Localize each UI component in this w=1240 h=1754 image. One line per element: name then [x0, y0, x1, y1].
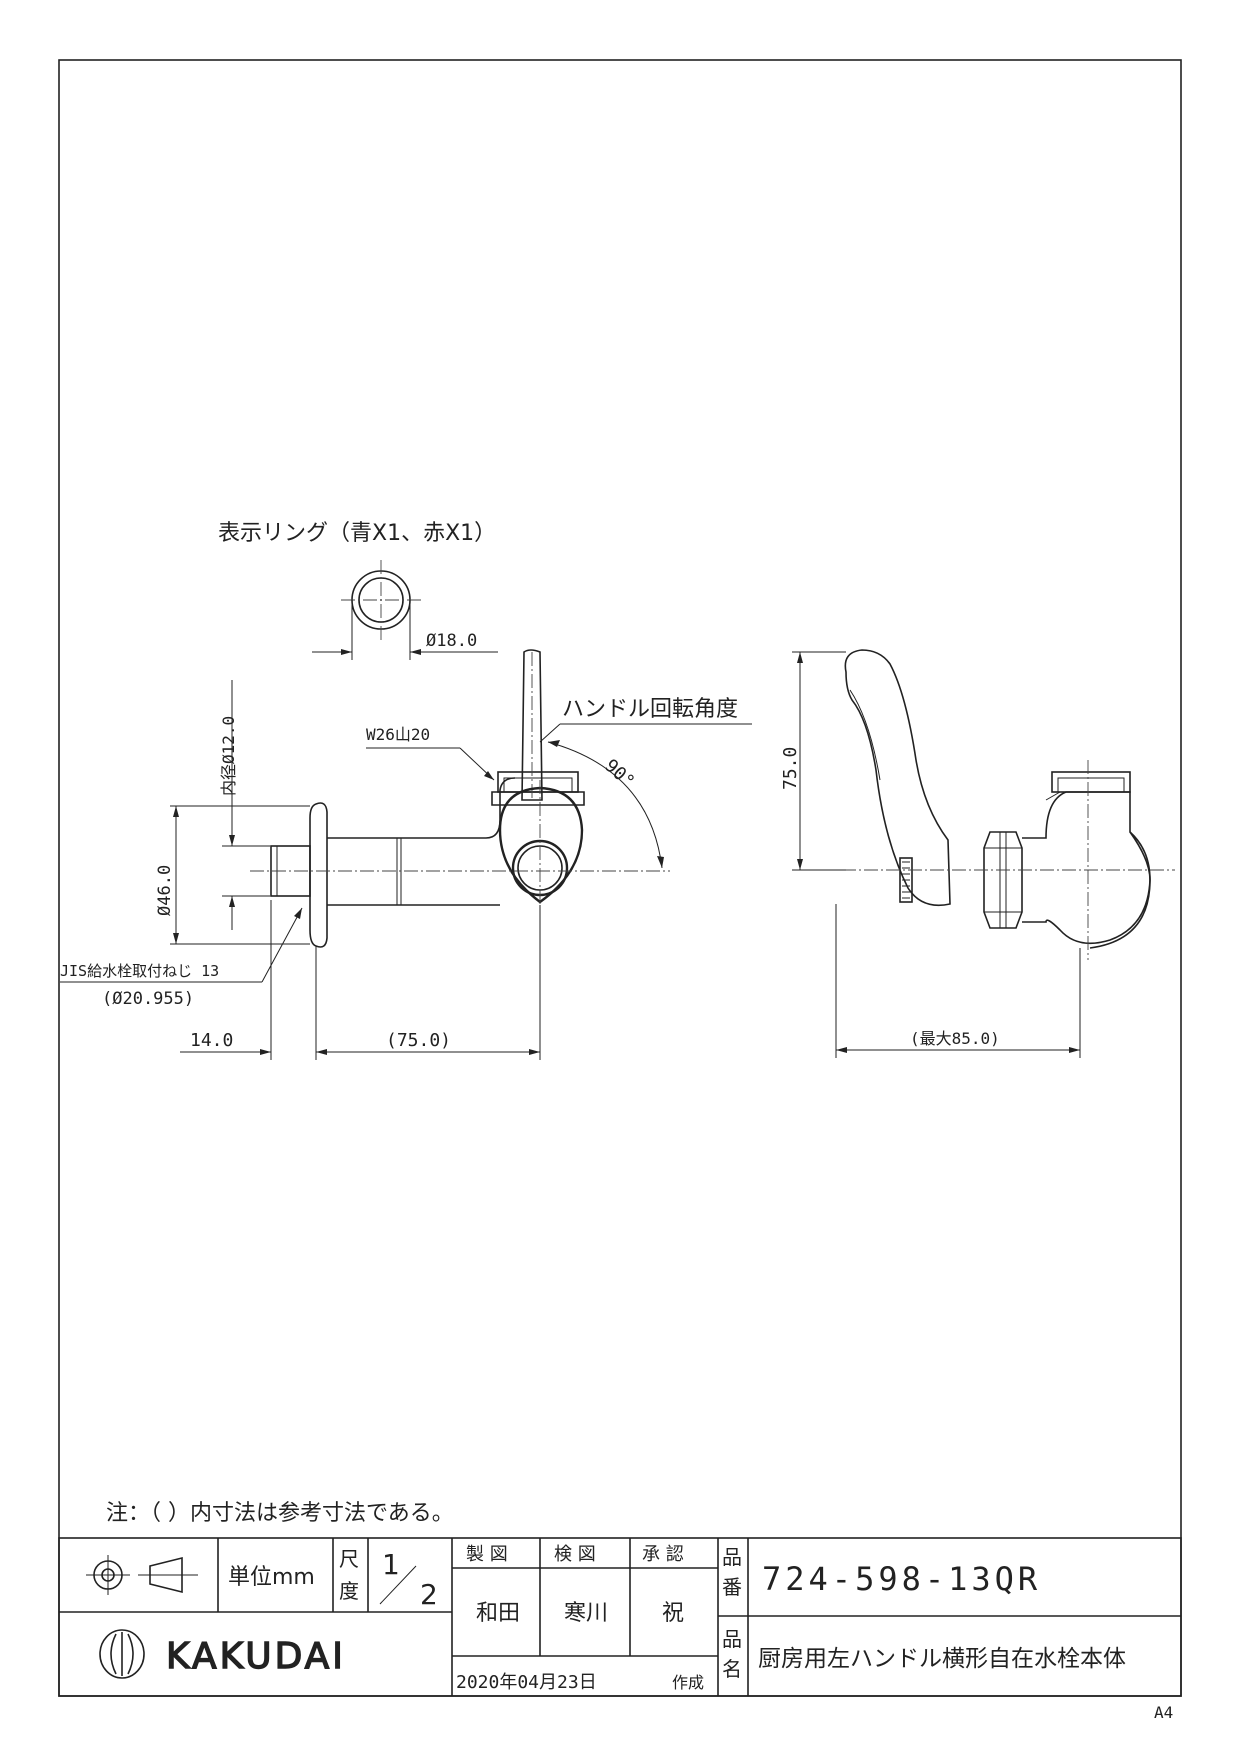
check-name: 寒川 — [564, 1601, 608, 1626]
scale-denominator: 2 — [420, 1578, 438, 1611]
unit-label: 単位mm — [228, 1565, 315, 1590]
handle-rotation-label: ハンドル回転角度 — [562, 697, 738, 722]
part-name-label-1: 品 — [722, 1627, 742, 1651]
approve-label: 承 認 — [642, 1544, 684, 1565]
part-name: 厨房用左ハンドル横形自在水栓本体 — [758, 1646, 1126, 1672]
brand-name: KAKUDAI — [166, 1636, 346, 1677]
side-view — [820, 649, 1175, 960]
note-text: 注：（ ）内寸法は参考寸法である。 — [106, 1501, 454, 1526]
part-number: 724-598-13QR — [762, 1560, 1041, 1598]
part-no-label-1: 品 — [722, 1545, 742, 1569]
ring-diameter: Ø18.0 — [426, 631, 477, 651]
dim-max85: (最大85.0) — [910, 1029, 1000, 1048]
scale-label-2: 度 — [339, 1579, 359, 1603]
front-view — [250, 649, 670, 948]
jis-thread-label: JIS給水栓取付ねじ 13 — [60, 962, 219, 980]
kakudai-logo-icon — [99, 1629, 145, 1679]
dim-14: 14.0 — [190, 1030, 233, 1051]
scale-numerator: 1 — [382, 1548, 400, 1581]
made-name: 和田 — [476, 1601, 520, 1626]
approve-name: 祝 — [662, 1601, 684, 1626]
inner-diameter-label: 内径Ø12.0 — [219, 716, 238, 796]
part-no-label-2: 番 — [722, 1575, 742, 1599]
scale-label-1: 尺 — [339, 1547, 359, 1571]
angle-label: 90° — [600, 755, 638, 792]
title-block: 単位mm 尺 度 1 2 製 図 検 図 承 認 和田 寒川 祝 品 番 724… — [58, 1537, 1182, 1697]
created-label: 作成 — [672, 1673, 704, 1692]
check-label: 検 図 — [554, 1544, 596, 1565]
ring-label: 表示リング（青X1、赤X1） — [218, 521, 496, 546]
sheet-border — [58, 59, 1182, 1697]
dim-75-side: 75.0 — [780, 747, 801, 790]
part-name-label-2: 名 — [722, 1657, 742, 1681]
thread-label: W26山20 — [366, 725, 430, 744]
dim-75-front: (75.0) — [386, 1030, 451, 1051]
jis-diameter-label: (Ø20.955) — [102, 989, 194, 1009]
sheet-size: A4 — [1154, 1703, 1173, 1722]
outer-diameter-label: Ø46.0 — [155, 865, 175, 916]
made-label: 製 図 — [466, 1544, 508, 1565]
date-label: 2020年04月23日 — [456, 1672, 597, 1693]
projection-symbol-icon — [86, 1555, 198, 1595]
indicator-ring — [312, 560, 498, 660]
